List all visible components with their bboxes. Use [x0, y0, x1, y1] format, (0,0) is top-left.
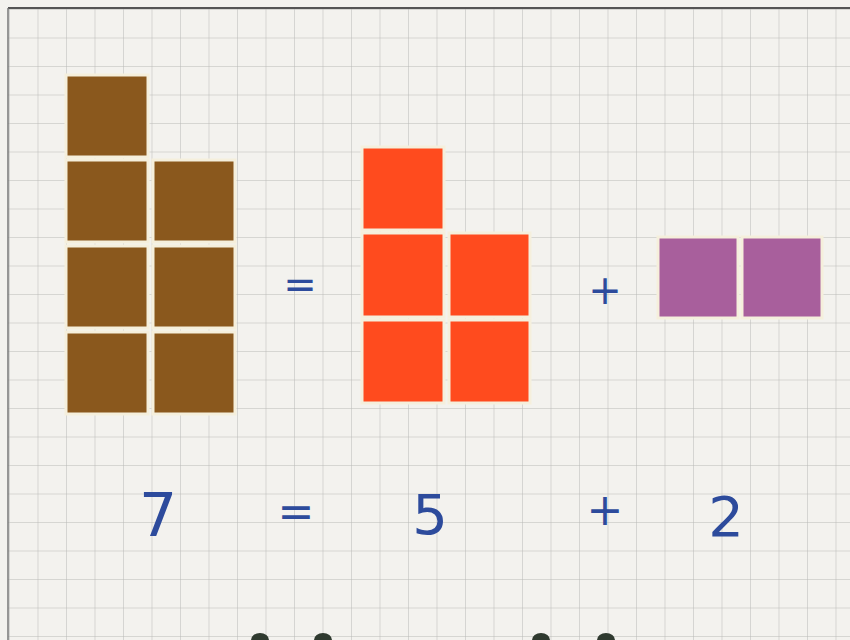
equals-sign: = [283, 264, 317, 304]
plus-sign: + [587, 488, 624, 532]
equals-sign: = [278, 490, 315, 534]
number: 7 [139, 485, 177, 545]
brown-squares [66, 75, 235, 414]
purple-squares [658, 237, 822, 318]
plus-sign: + [588, 270, 622, 310]
number: 5 [412, 487, 448, 543]
binder-holes [251, 633, 615, 640]
number: 2 [708, 489, 744, 545]
orange-squares [362, 147, 530, 403]
